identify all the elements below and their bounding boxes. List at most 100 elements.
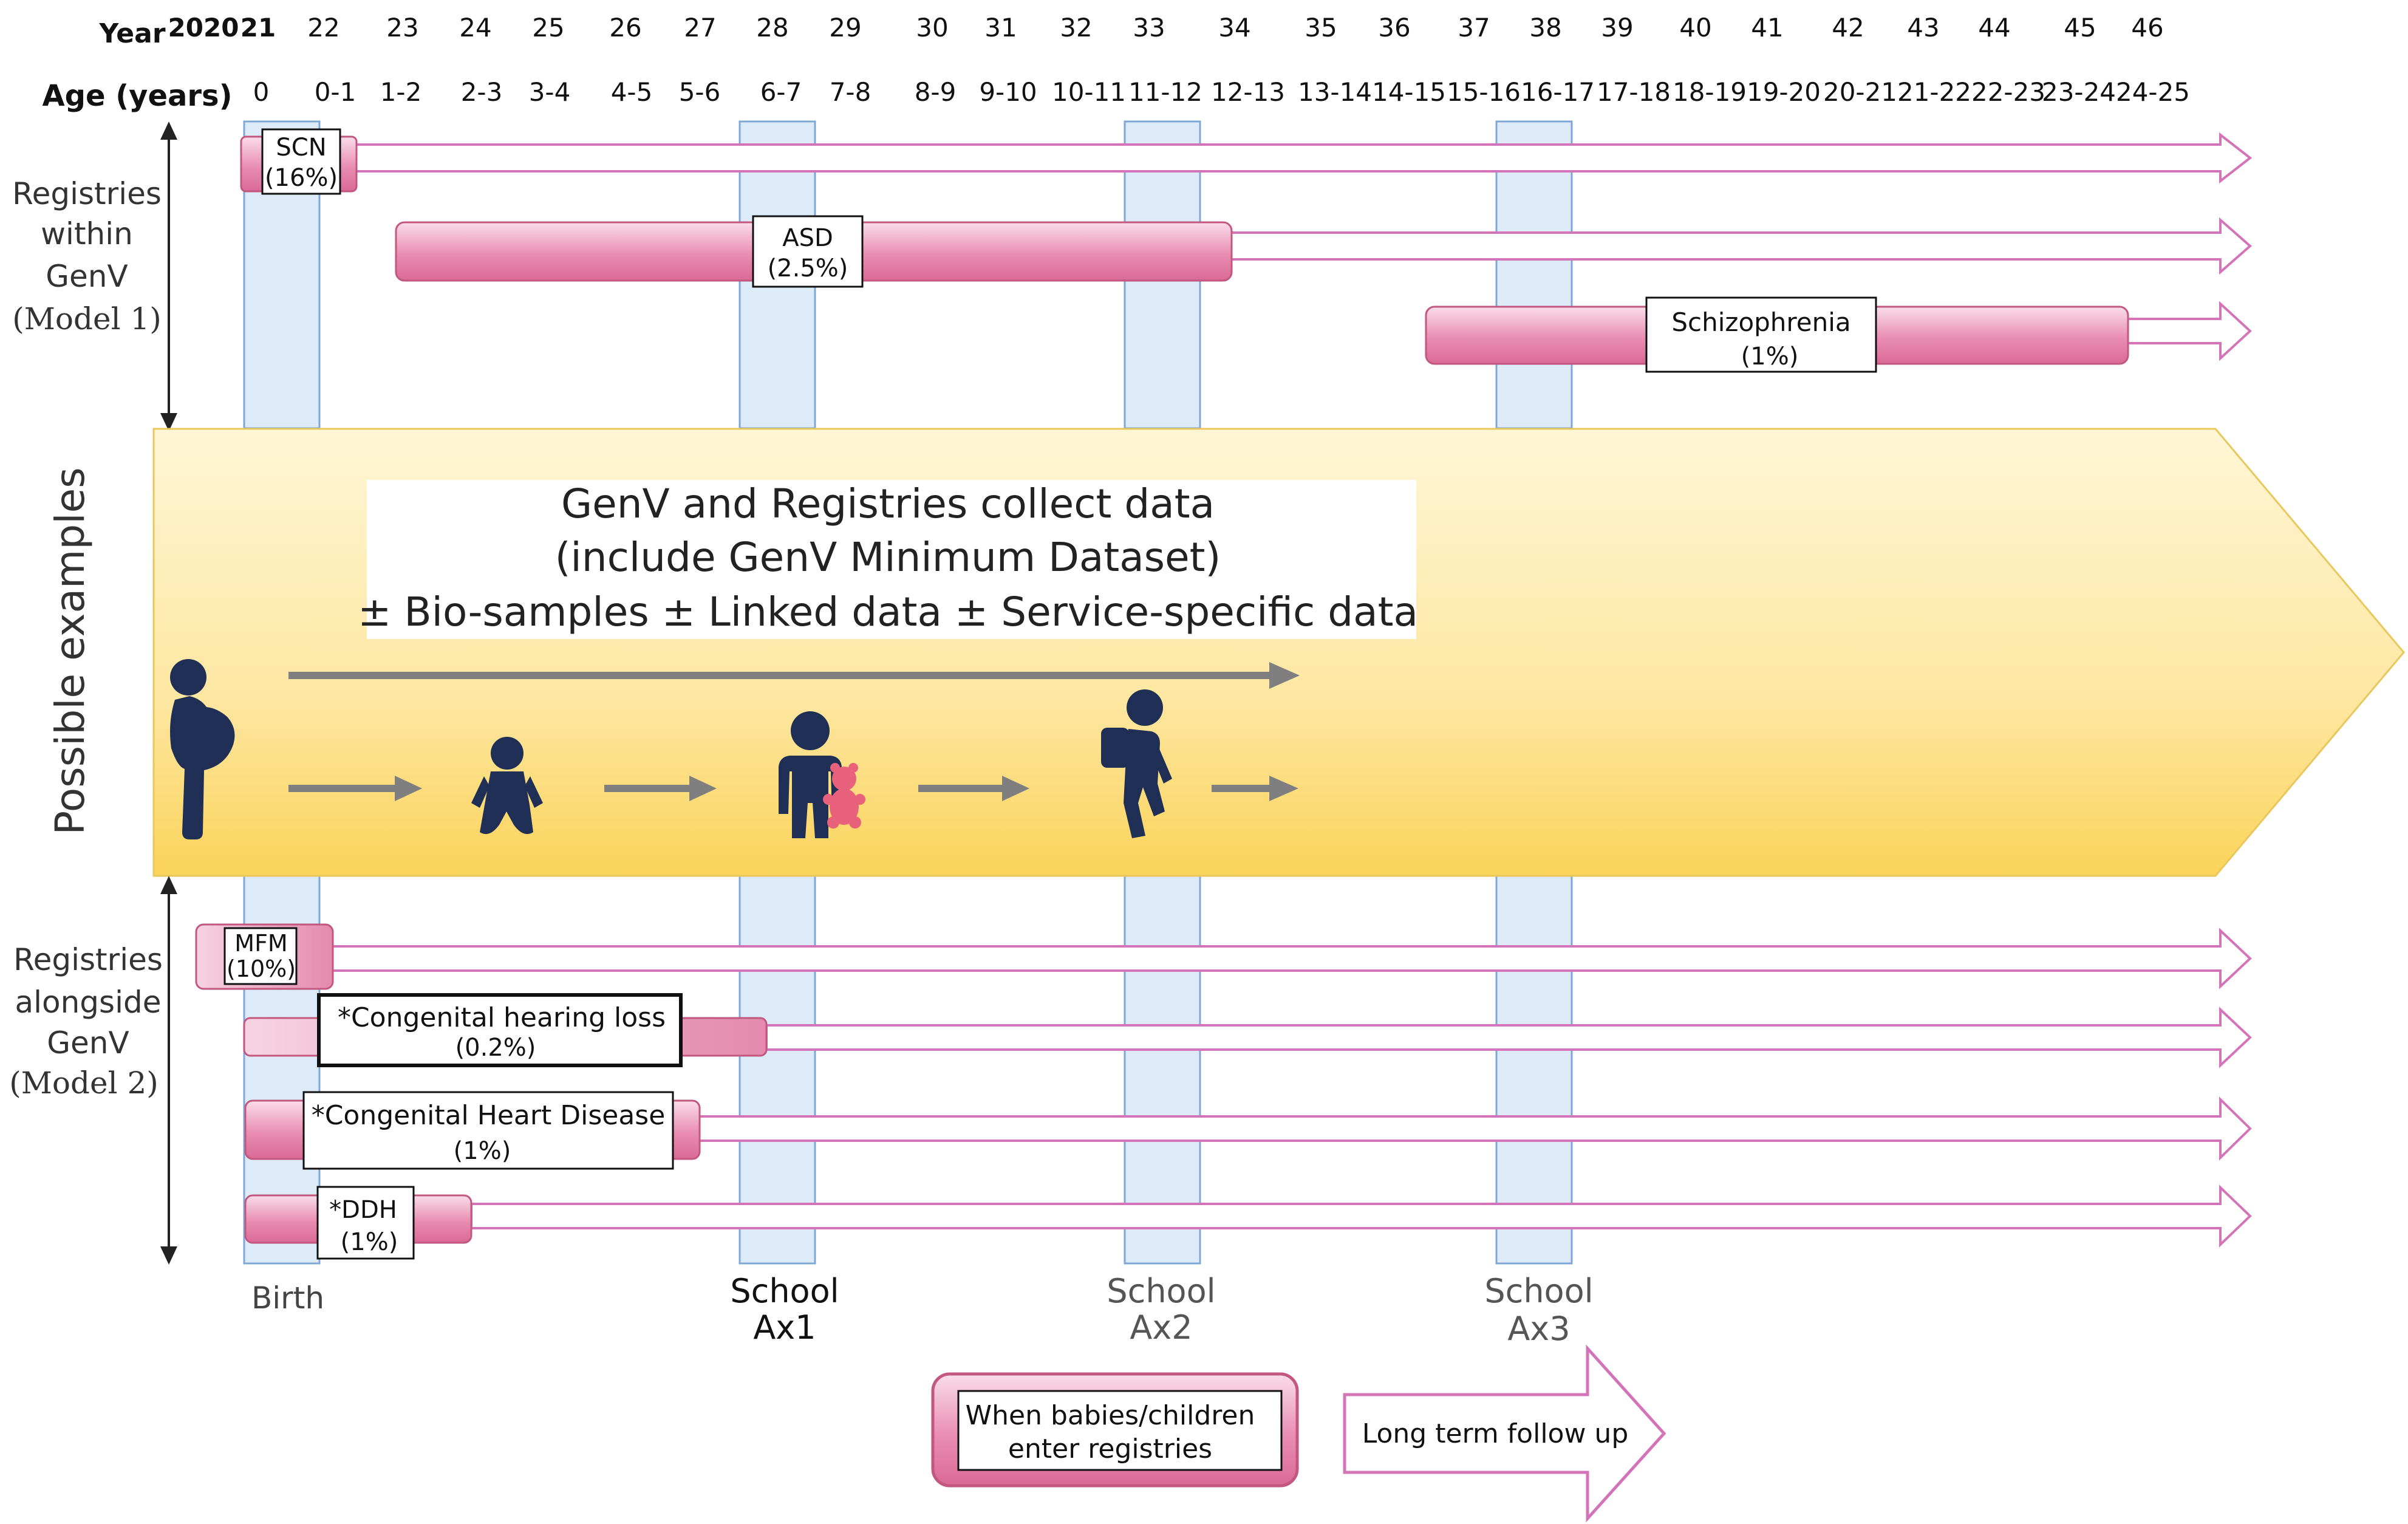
age-tick-label: 3-4: [529, 77, 571, 107]
model1-label-line1: Registries: [12, 176, 162, 211]
hearing-loss-pct: (0.2%): [455, 1034, 536, 1062]
year-tick-label: 22: [307, 13, 339, 43]
year-tick-label: 24: [459, 13, 491, 43]
registry-mfm: MFM (10%): [195, 923, 2252, 990]
year-tick-label: 29: [829, 13, 861, 43]
registry-congenital-heart-disease: *Congenital Heart Disease (1%): [244, 1091, 2252, 1170]
mfm-name: MFM: [234, 930, 287, 957]
year-tick-label: 31: [984, 13, 1017, 43]
stage-arrows: [288, 776, 1298, 801]
age-tick-label: 15-16: [1447, 77, 1521, 107]
registry-asd: ASD (2.5%): [395, 215, 2253, 288]
age-tick-label: 23-24: [2042, 77, 2116, 107]
age-tick-label: 11-12: [1128, 77, 1202, 107]
asd-name: ASD: [782, 224, 833, 252]
possible-examples-banner: Possible examples GenV and Registries co…: [47, 428, 2405, 877]
asd-pct: (2.5%): [768, 255, 848, 282]
legend-follow-up-label: Long term follow up: [1362, 1418, 1629, 1449]
year-tick-label: 44: [1978, 13, 2010, 43]
schoolchild-with-backpack-icon: [1101, 689, 1172, 838]
age-tick-label: 21-22: [1897, 77, 1971, 107]
year-tick-label: 25: [532, 13, 564, 43]
year-tick-label: 33: [1133, 13, 1165, 43]
model2-range-arrow: [160, 876, 177, 1265]
age-tick-label: 7-8: [830, 77, 871, 107]
year-tick-label: 45: [2064, 13, 2096, 43]
ddh-pct: (1%): [341, 1228, 398, 1256]
registry-congenital-hearing-loss: *Congenital hearing loss (0.2%): [243, 993, 2252, 1068]
model1-range-arrow: [160, 121, 177, 431]
heart-disease-name: *Congenital Heart Disease: [312, 1100, 666, 1131]
legend-enter-line1: When babies/children: [966, 1400, 1255, 1431]
scn-name: SCN: [276, 134, 326, 162]
birth-label: Birth: [251, 1280, 324, 1316]
age-tick-label: 1-2: [380, 77, 422, 107]
age-tick-label: 4-5: [611, 77, 653, 107]
year-tick-label: 40: [1679, 13, 1711, 43]
heart-disease-pct: (1%): [454, 1137, 511, 1165]
year-tick-label: 21: [240, 13, 276, 43]
school-ax2-label-line1: School: [1107, 1272, 1215, 1310]
model1-label-line4: (Model 1): [12, 301, 162, 337]
teddy-bear-icon: [823, 763, 865, 829]
mfm-pct: (10%): [227, 955, 296, 982]
age-tick-label: 17-18: [1597, 77, 1671, 107]
year-tick-label: 2020: [168, 13, 239, 43]
registry-schizophrenia: Schizophrenia (1%): [1425, 296, 2252, 373]
model2-label-line1: Registries: [13, 942, 163, 977]
registry-scn: SCN (16%): [240, 128, 2253, 195]
year-tick-label: 23: [386, 13, 418, 43]
age-tick-label: 0-1: [315, 77, 356, 107]
age-tick-label: 10-11: [1052, 77, 1126, 107]
age-tick-label: 13-14: [1298, 77, 1372, 107]
age-tick-label: 16-17: [1521, 77, 1595, 107]
model1-label-line3: GenV: [46, 259, 128, 294]
year-tick-label: 46: [2131, 13, 2163, 43]
model1-label: Registries within GenV (Model 1): [12, 176, 162, 337]
banner-line3: ± Bio-samples ± Linked data ± Service-sp…: [358, 589, 1418, 635]
year-tick-label: 30: [916, 13, 948, 43]
registry-ddh: *DDH (1%): [244, 1184, 2252, 1260]
age-tick-label: 20-21: [1823, 77, 1897, 107]
age-tick-label: 22-23: [1971, 77, 2045, 107]
school-ax2-column-bottom: [1124, 873, 1201, 1265]
age-label: Age (years): [42, 79, 232, 113]
possible-examples-label: Possible examples: [47, 467, 94, 835]
year-tick-label: 26: [609, 13, 641, 43]
age-tick-label: 2-3: [461, 77, 503, 107]
school-ax1-label-line2: Ax1: [753, 1308, 816, 1347]
year-tick-label: 34: [1218, 13, 1250, 43]
model2-label: Registries alongside GenV (Model 2): [9, 942, 163, 1101]
milestone-labels: Birth School Ax1 School Ax2 School Ax3: [251, 1272, 1594, 1348]
year-tick-label: 28: [756, 13, 788, 43]
ddh-name: *DDH: [329, 1196, 397, 1224]
school-ax1-label-line1: School: [730, 1272, 839, 1310]
year-tick-label: 39: [1601, 13, 1633, 43]
pregnant-woman-icon: [170, 659, 235, 839]
model1-label-line2: within: [41, 216, 133, 251]
banner-line2: (include GenV Minimum Dataset): [555, 534, 1221, 581]
model2-label-line3: GenV: [47, 1025, 129, 1061]
year-tick-label: 43: [1907, 13, 1939, 43]
baby-icon: [471, 737, 543, 835]
school-ax3-label-line1: School: [1484, 1272, 1593, 1310]
year-label: Year: [98, 18, 165, 49]
scn-pct: (16%): [265, 164, 338, 192]
legend-enter-registries: When babies/children enter registries: [931, 1372, 1299, 1488]
banner-text-box: [367, 480, 1416, 639]
model2-label-line2: alongside: [15, 985, 162, 1020]
hearing-loss-name: *Congenital hearing loss: [338, 1002, 666, 1033]
school-ax2-label-line2: Ax2: [1130, 1308, 1192, 1347]
year-tick-label: 37: [1458, 13, 1490, 43]
banner-line1: GenV and Registries collect data: [561, 480, 1215, 527]
schizophrenia-name: Schizophrenia: [1671, 307, 1850, 337]
legend: When babies/children enter registries Lo…: [931, 1344, 1666, 1523]
schizophrenia-pct: (1%): [1741, 343, 1799, 371]
school-ax1-column-bottom: [738, 873, 816, 1265]
age-tick-label: 19-20: [1747, 77, 1821, 107]
